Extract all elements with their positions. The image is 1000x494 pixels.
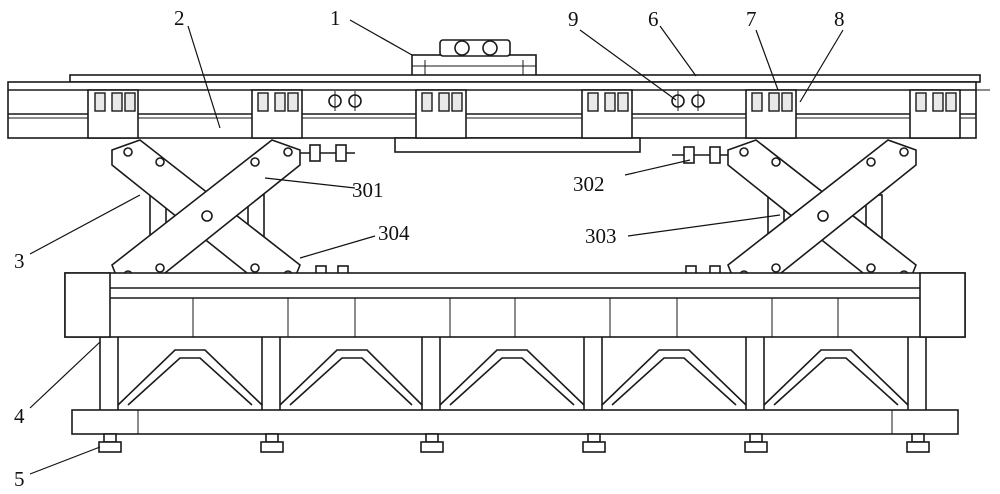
base-plate	[71, 409, 959, 435]
label-6: 6	[648, 7, 659, 31]
scissor-left	[111, 139, 301, 286]
leader-lines	[29, 19, 844, 475]
label-2: 2	[174, 6, 185, 30]
top-plate	[69, 74, 981, 83]
label-3: 3	[14, 249, 25, 273]
label-301: 301	[352, 178, 384, 202]
label-5: 5	[14, 467, 25, 491]
feet	[98, 433, 930, 453]
truss	[99, 337, 927, 410]
label-8: 8	[834, 7, 845, 31]
label-303: 303	[585, 224, 617, 248]
upper-blocks	[87, 89, 961, 139]
label-4: 4	[14, 404, 25, 428]
label-1: 1	[330, 6, 341, 30]
label-302: 302	[573, 172, 605, 196]
lower-frame	[64, 272, 966, 338]
top-carriage	[411, 39, 537, 78]
label-9: 9	[568, 7, 579, 31]
scissor-right	[727, 139, 917, 286]
rollers	[328, 91, 705, 111]
part-labels: 1 2 3 4 5 6 7 8 9 301 302 303 304	[14, 6, 845, 491]
label-7: 7	[746, 7, 757, 31]
label-304: 304	[378, 221, 410, 245]
upper-beam	[7, 81, 990, 153]
